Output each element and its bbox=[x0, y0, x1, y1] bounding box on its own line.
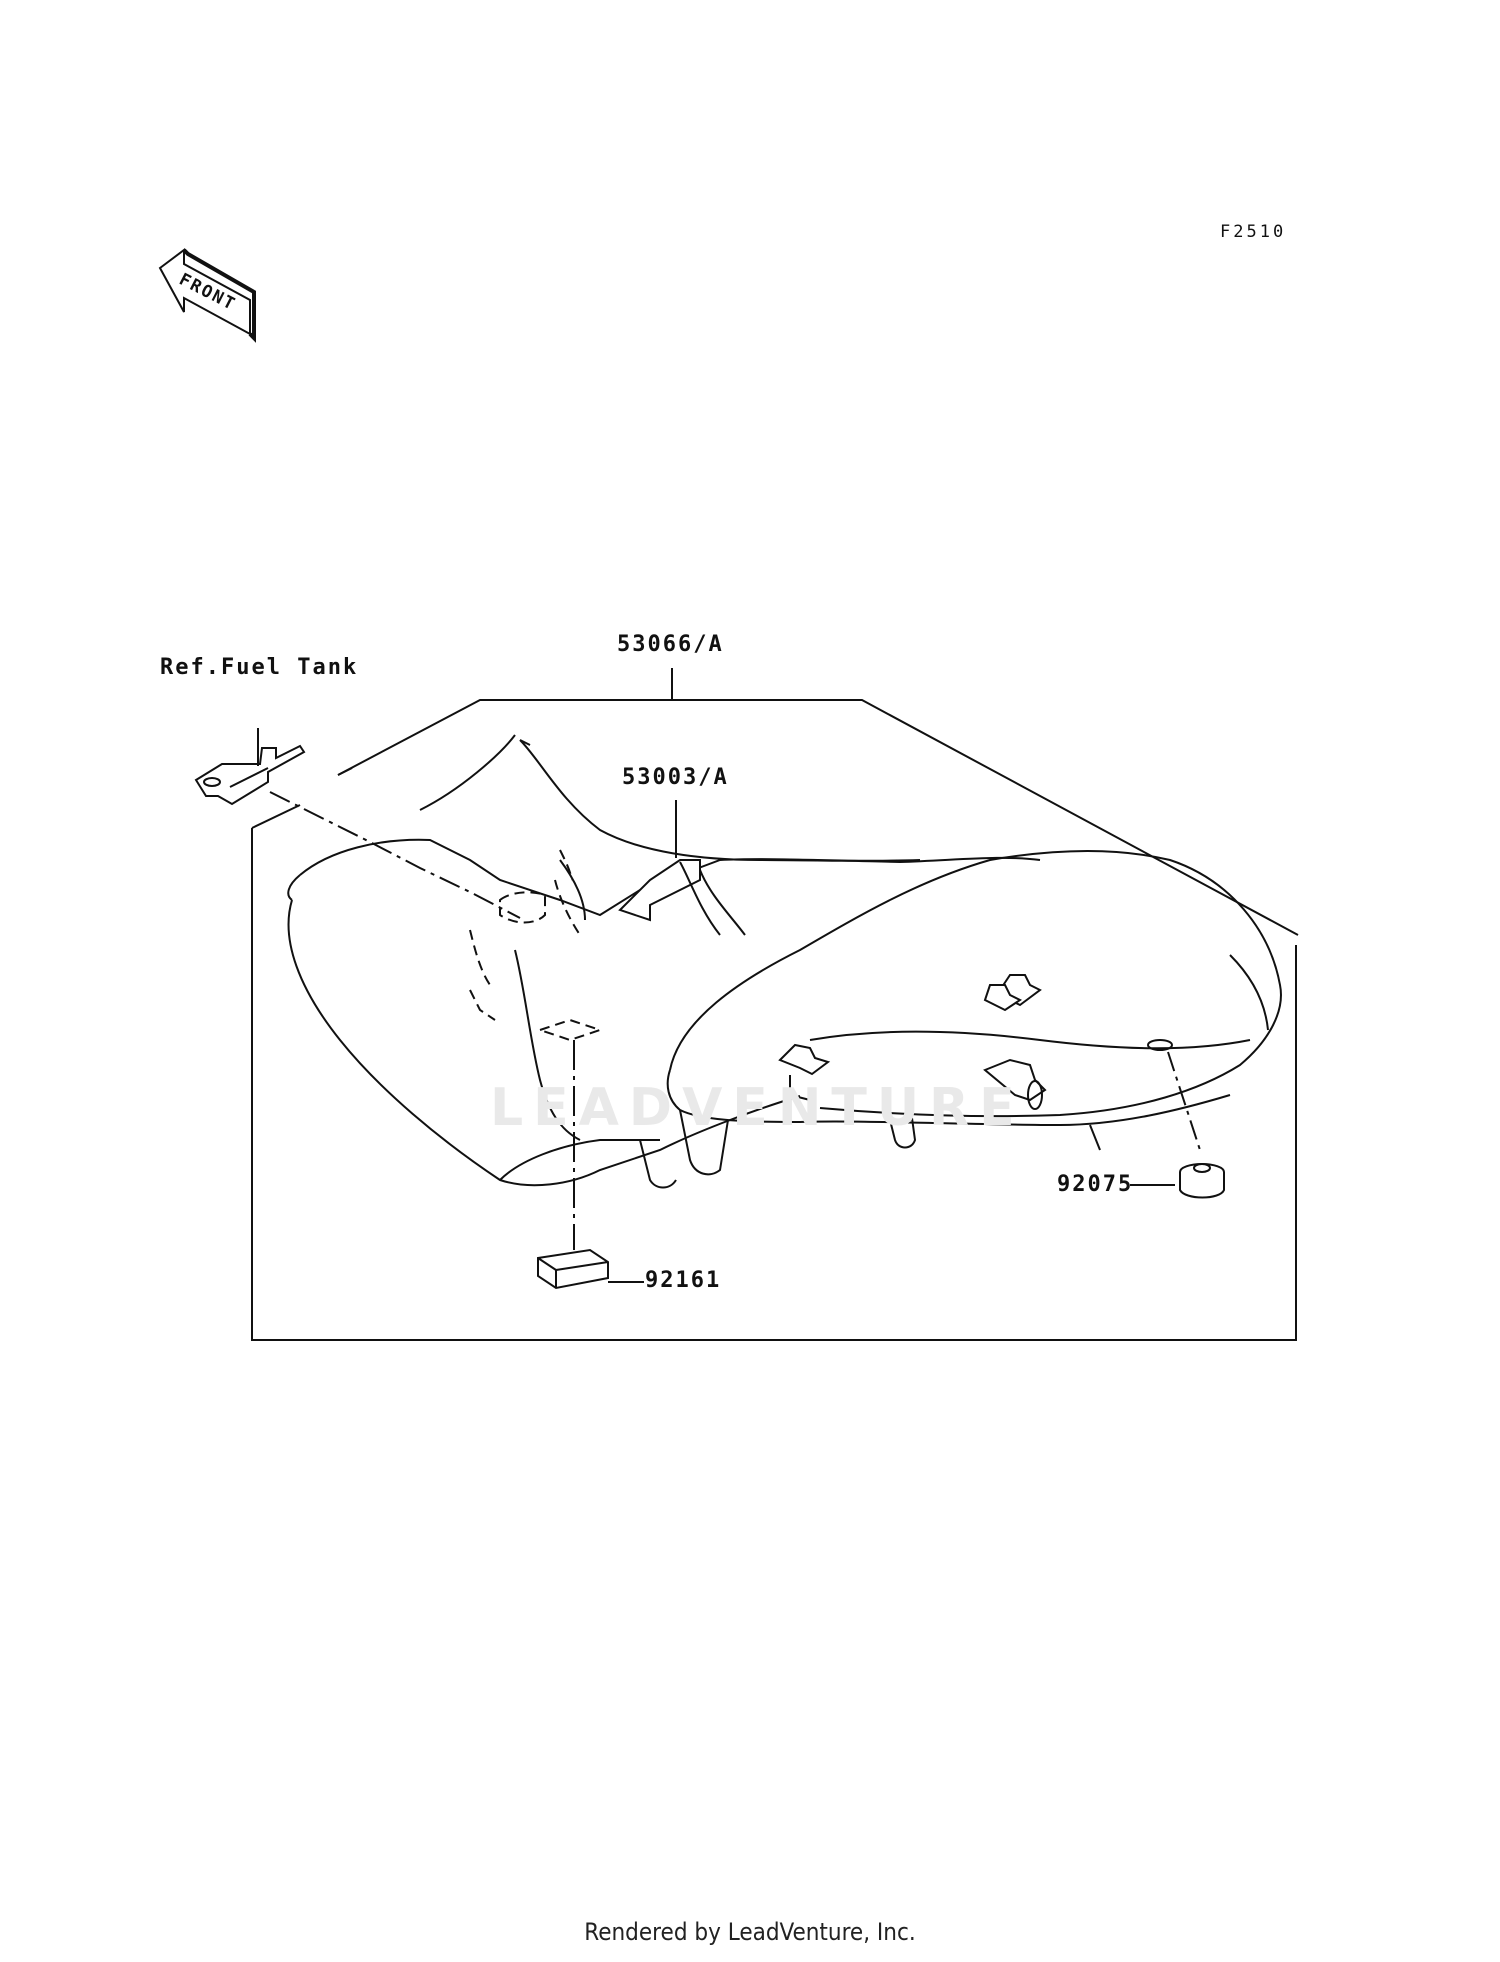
footer-credit: Rendered by LeadVenture, Inc. bbox=[584, 1918, 916, 1946]
diagram-code: F2510 bbox=[1220, 222, 1287, 242]
seat-body bbox=[287, 734, 1282, 1189]
label-92075: 92075 bbox=[1057, 1172, 1134, 1197]
label-53003-a: 53003/A bbox=[622, 765, 729, 790]
label-53066-a: 53066/A bbox=[617, 632, 724, 657]
label-ref-fuel-tank: Ref.Fuel Tank bbox=[160, 655, 359, 680]
hidden-features bbox=[469, 849, 604, 1042]
assembly-frame bbox=[337, 699, 1299, 936]
watermark: LEADVENTURE bbox=[490, 1078, 1025, 1138]
seat-hook-brackets bbox=[778, 974, 1173, 1110]
fuel-tank-bracket bbox=[194, 728, 306, 806]
pad-92161 bbox=[537, 1248, 609, 1290]
label-92161: 92161 bbox=[645, 1268, 722, 1293]
damper-92075 bbox=[1179, 1163, 1225, 1199]
front-arrow-icon: FRONT bbox=[158, 248, 256, 343]
